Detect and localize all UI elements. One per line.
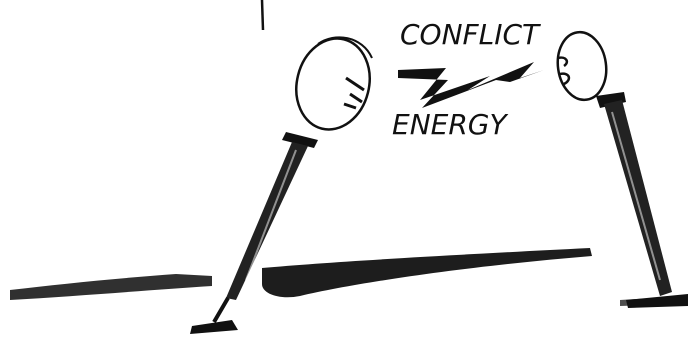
right-figure-body [604, 100, 672, 296]
ground-shadow-left [10, 274, 212, 300]
label-energy: ENERGY [392, 108, 508, 141]
ground-shadow-center [262, 248, 592, 297]
right-figure-foot [626, 294, 688, 308]
label-conflict: CONFLICT [400, 18, 541, 51]
left-figure-face [344, 78, 364, 108]
top-edge-stroke [262, 0, 263, 30]
left-figure-foot [190, 320, 238, 334]
right-figure [554, 29, 688, 308]
right-figure-head [554, 29, 611, 103]
energy-arrow-icon [398, 62, 544, 108]
